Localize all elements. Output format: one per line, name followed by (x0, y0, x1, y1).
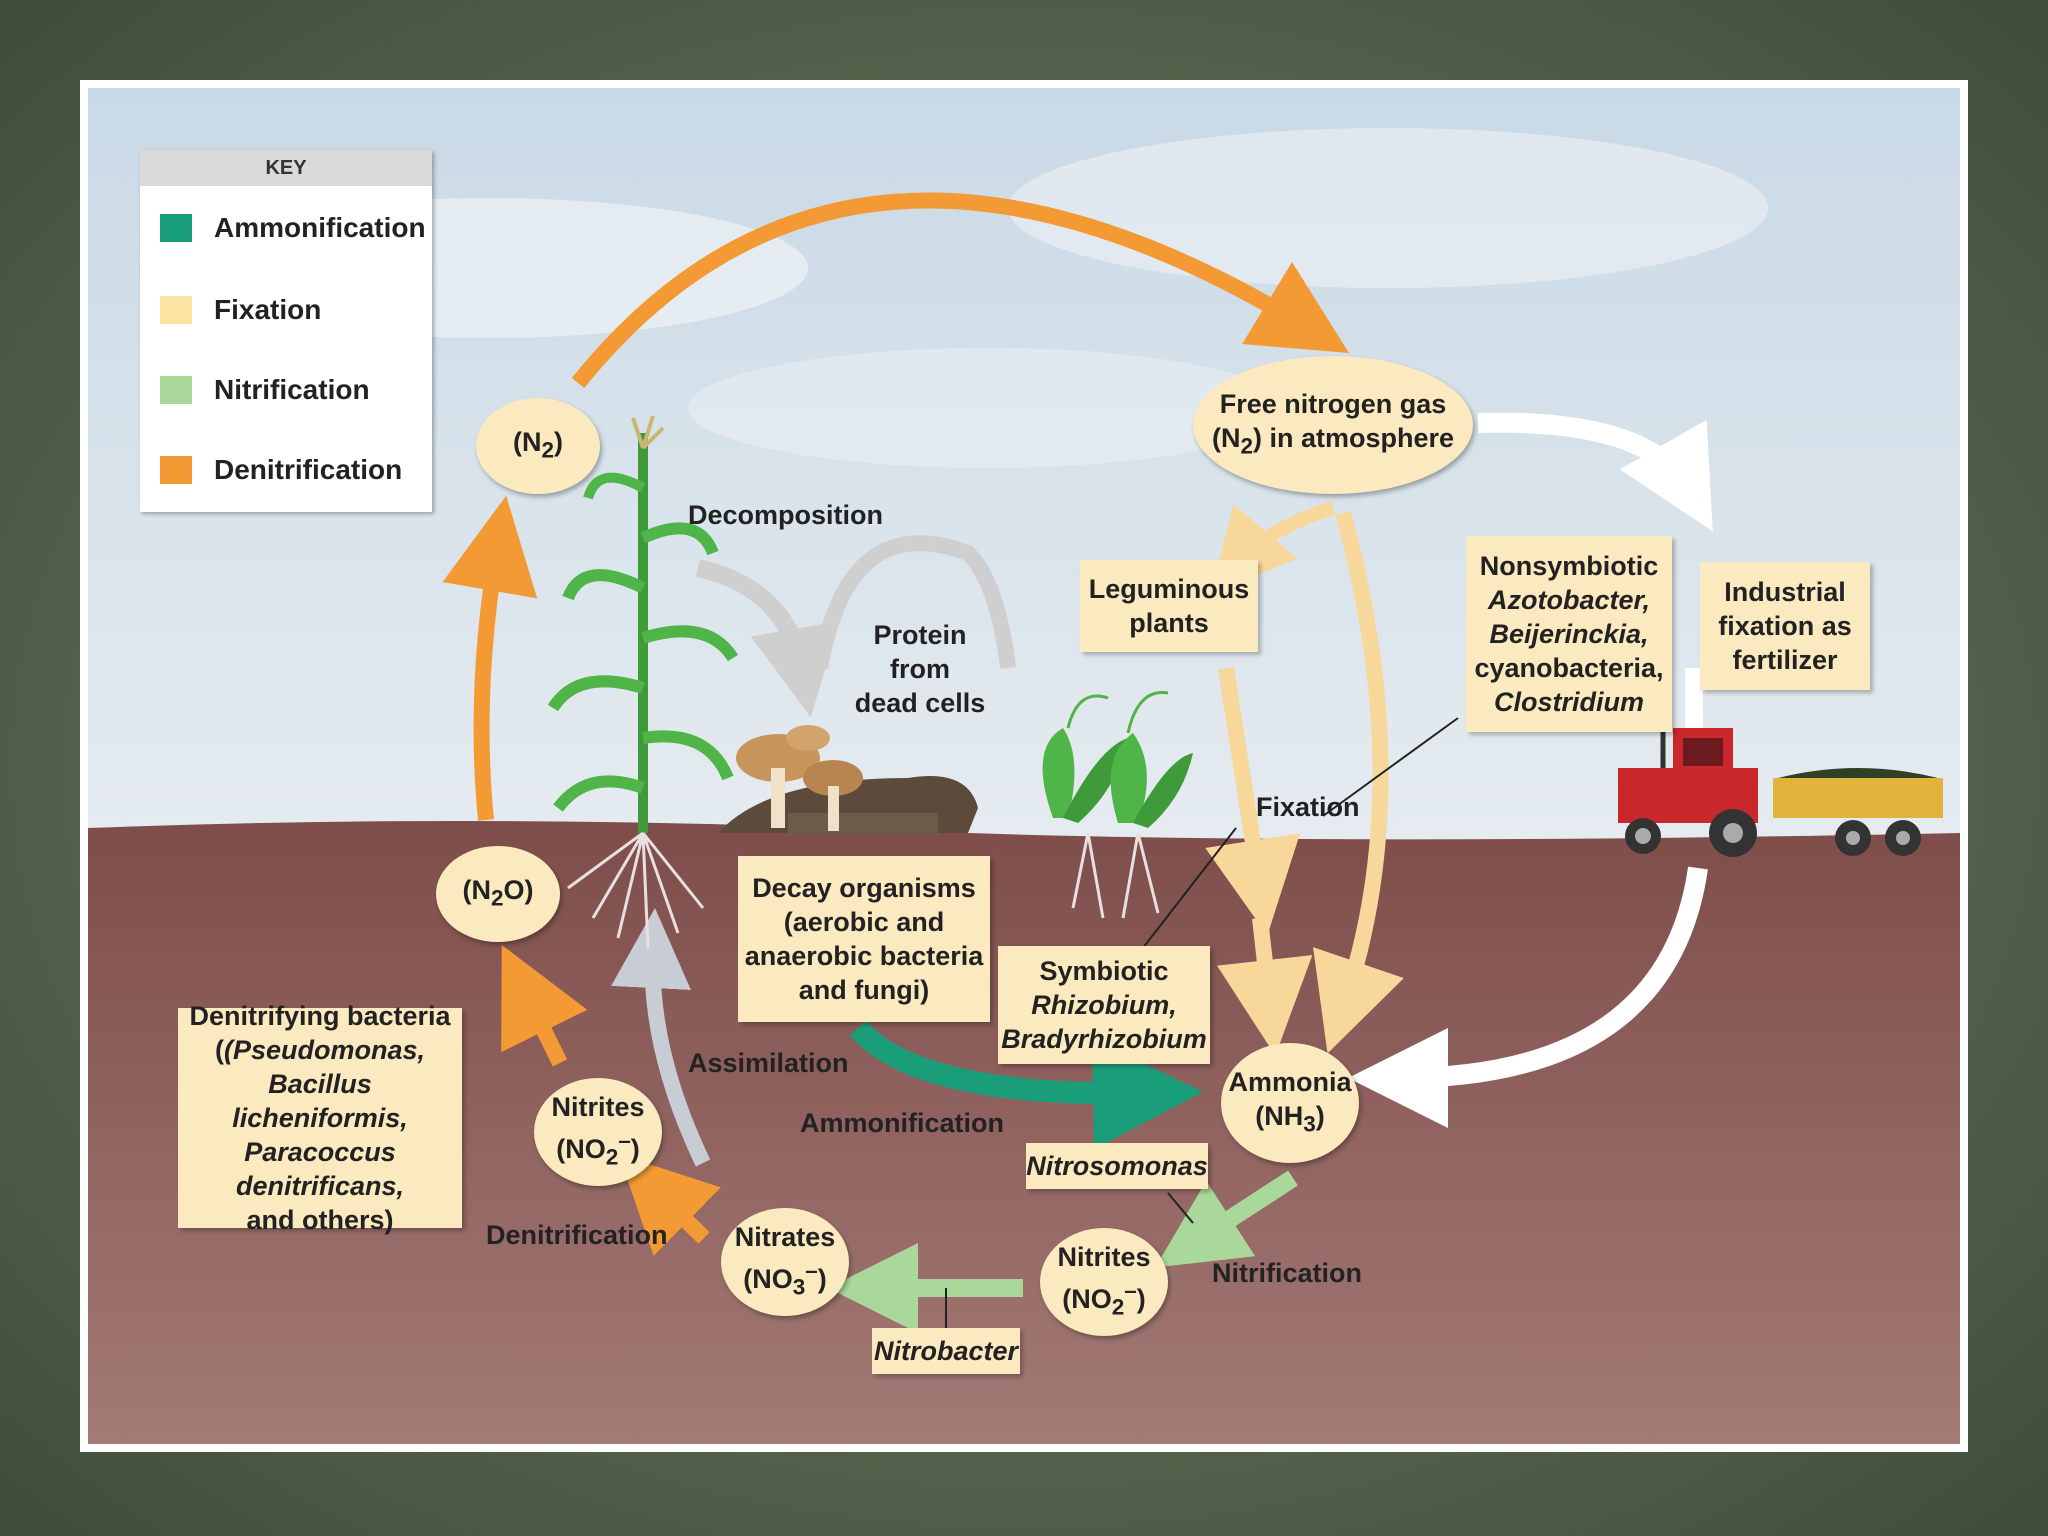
fixation-label: Fixation (1256, 792, 1360, 822)
legend-item-nitrification: Nitrification (160, 370, 370, 410)
fertilizer-to-ammonia-arrow (1348, 866, 1708, 1128)
atmosphere-to-industrial-arrow (1477, 412, 1713, 532)
ammonification-arrow (849, 1020, 1203, 1150)
denitrifying-bacteria-box: Denitrifying bacteria ((Pseudomonas, Bac… (178, 1001, 462, 1235)
decomposition-label: Decomposition (688, 500, 884, 530)
nitrobacter-box: Nitrobacter (872, 1328, 1020, 1374)
n2o-to-n2-arrow (442, 495, 538, 821)
nitrogen-cycle-diagram: KEY Ammonification Fixation Nitrificatio… (88, 88, 1960, 1444)
ammonia-oval: Ammonia (NH3) (1221, 1043, 1359, 1163)
ammonification-swatch (160, 214, 192, 242)
n2-oval: (N2) (476, 398, 600, 494)
assimilation-arrow (611, 908, 711, 1167)
n2o-oval: (N2O) (436, 846, 560, 942)
nitrites-right-oval: Nitrites (NO2–) (1040, 1228, 1168, 1336)
nonsymbiotic-box: Nonsymbiotic Azotobacter, Beijerinckia, … (1466, 536, 1672, 732)
symbiotic-box: Symbiotic Rhizobium, Bradyrhizobium (998, 946, 1210, 1064)
nitrification-label: Nitrification (1212, 1258, 1363, 1288)
fixation-swatch (160, 296, 192, 324)
nitrates-oval: Nitrates (NO3–) (721, 1208, 849, 1316)
nonsymbiotic-pointer (1322, 717, 1459, 817)
decomposition-loop (812, 535, 1016, 670)
legume-plants-illustration (1042, 691, 1193, 919)
legend-label: Denitrification (214, 454, 403, 485)
nitrites-to-n2o-arrow (501, 944, 588, 1067)
atmosphere-to-legumes-arrow (1210, 501, 1336, 595)
ammonification-label: Ammonification (800, 1108, 1005, 1138)
decomposition-arrow (695, 559, 840, 718)
legend-label: Ammonification (214, 212, 426, 243)
nitrification-swatch (160, 376, 192, 404)
free-nitrogen-oval: Free nitrogen gas (N2) in atmosphere (1193, 356, 1473, 494)
assimilation-label: Assimilation (688, 1048, 849, 1078)
legend-label: Fixation (214, 294, 322, 325)
nitrosomonas-box: Nitrosomonas (1026, 1143, 1208, 1189)
legumes-fixation-arrow (1205, 666, 1301, 936)
nitrates-to-nitrites-arrow (618, 1154, 721, 1256)
denitrification-label: Denitrification (486, 1220, 668, 1250)
nitrites-left-oval: Nitrites (NO2–) (534, 1078, 662, 1186)
ammonia-to-nitrites-arrow (1155, 1170, 1298, 1268)
mushrooms-log-illustration (718, 725, 978, 835)
legend-item-denitrification: Denitrification (160, 450, 402, 490)
nitrosomonas-pointer (1167, 1192, 1194, 1224)
legend-item-fixation: Fixation (160, 290, 321, 330)
denitrification-swatch (160, 456, 192, 484)
legend-item-ammonification: Ammonification (160, 208, 426, 248)
legend-key: KEY Ammonification Fixation Nitrificatio… (140, 150, 432, 512)
denitrification-arc-top (571, 192, 1350, 389)
legend-title: KEY (140, 150, 432, 186)
fixation-to-ammonia-arrow (1216, 917, 1313, 1056)
tractor-illustration (1618, 728, 1943, 857)
legend-label: Nitrification (214, 374, 370, 405)
corn-plant-illustration (547, 415, 739, 949)
